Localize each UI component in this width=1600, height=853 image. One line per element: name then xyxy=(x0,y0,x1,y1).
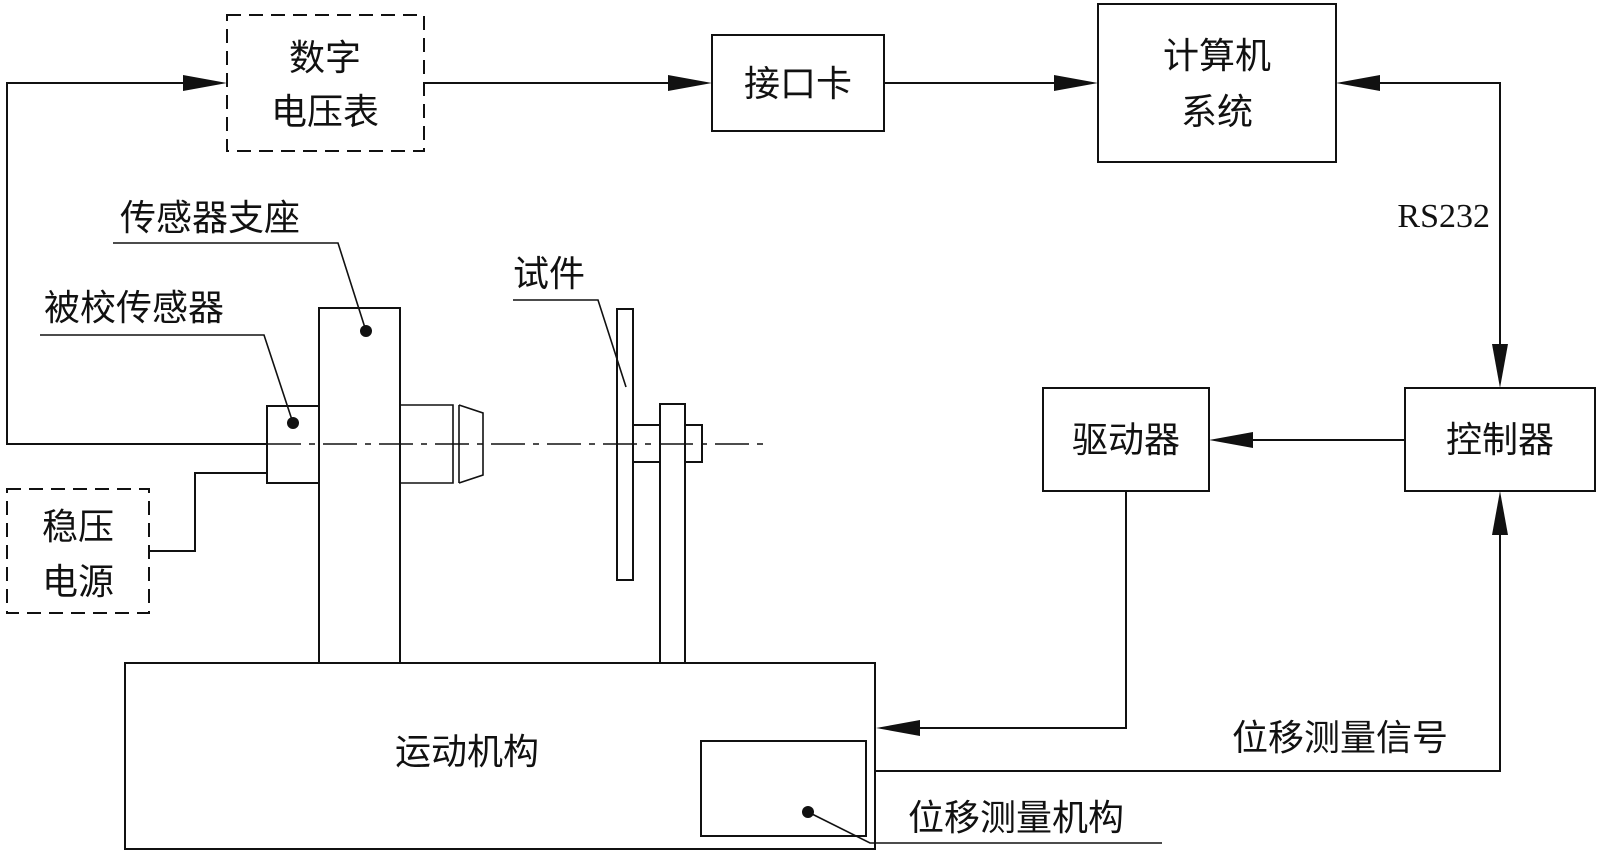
voltmeter-block: 数字 电压表 xyxy=(226,14,425,152)
power-supply-label-line1: 稳压 xyxy=(42,507,114,548)
sensor-mount: 传感器支座 xyxy=(113,198,401,664)
controller-label: 控制器 xyxy=(1446,420,1554,461)
sensor-label: 被校传感器 xyxy=(44,288,224,329)
computer-box xyxy=(1097,3,1337,163)
sensor-mount-column xyxy=(318,307,401,664)
interface-card-label: 接口卡 xyxy=(744,64,852,105)
rs232-label: RS232 xyxy=(1397,198,1490,235)
sensor-mount-leader xyxy=(113,242,367,332)
driver-box xyxy=(1042,387,1210,492)
connector-driver-to-motion xyxy=(876,491,1127,736)
connector-sensor-to-voltmeter xyxy=(6,75,267,445)
arrow-head-icon xyxy=(876,720,920,736)
power-supply-label-line2: 电源 xyxy=(42,562,114,603)
interface-card-block: 接口卡 xyxy=(711,34,885,132)
sensor-leader xyxy=(40,334,294,424)
connector-displacement-signal: 位移测量信号 xyxy=(866,491,1508,772)
arrow-head-icon xyxy=(1054,75,1098,91)
arrow-head-icon xyxy=(183,75,227,91)
voltmeter-label-line2: 电压表 xyxy=(271,92,379,133)
motion-mechanism-label: 运动机构 xyxy=(395,732,539,773)
arrow-head-icon xyxy=(1492,344,1508,388)
driver-label: 驱动器 xyxy=(1072,420,1180,461)
arrow-head-icon xyxy=(668,75,712,91)
voltmeter-box xyxy=(226,14,425,152)
computer-block: 计算机 系统 xyxy=(1097,3,1337,163)
specimen-assembly: 试件 xyxy=(513,254,703,664)
sensor-mount-label: 传感器支座 xyxy=(120,198,300,239)
power-supply-box xyxy=(6,488,150,614)
controller-block: 控制器 xyxy=(1404,387,1596,492)
displacement-mechanism-label: 位移测量机构 xyxy=(908,798,1124,839)
displacement-mechanism-box xyxy=(700,740,867,837)
connector-power-to-sensor xyxy=(149,472,267,552)
displacement-signal-label: 位移测量信号 xyxy=(1232,718,1448,759)
specimen-leader xyxy=(513,299,627,388)
specimen-support-column xyxy=(659,403,686,664)
arrow-head-icon xyxy=(1492,491,1508,535)
connector-card-to-computer xyxy=(884,75,1098,91)
arrow-head-icon xyxy=(1209,432,1253,448)
connector-voltmeter-to-card xyxy=(424,75,712,91)
computer-label-line1: 计算机 xyxy=(1163,36,1271,77)
specimen-label: 试件 xyxy=(513,254,585,295)
voltmeter-label-line1: 数字 xyxy=(289,38,361,79)
connector-rs232: RS232 xyxy=(1336,75,1508,388)
sensor-under-test: 被校传感器 xyxy=(40,288,320,484)
power-supply-block: 稳压 电源 xyxy=(6,488,150,614)
displacement-mechanism-leader xyxy=(807,811,1162,844)
computer-label-line2: 系统 xyxy=(1181,92,1253,133)
connector-controller-to-driver xyxy=(1209,432,1405,448)
arrow-head-icon xyxy=(1336,75,1380,91)
motion-mechanism-block: 运动机构 位移测量机构 xyxy=(124,662,1162,850)
driver-block: 驱动器 xyxy=(1042,387,1210,492)
interface-card-box xyxy=(711,34,885,132)
